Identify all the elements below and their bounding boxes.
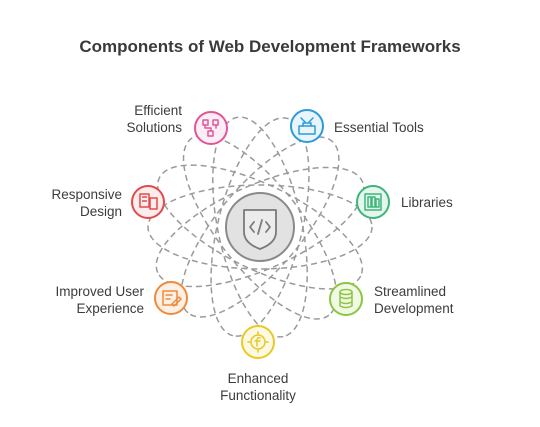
node-enhanced-functionality	[241, 325, 275, 359]
label-enhanced-functionality: Enhanced Functionality	[220, 371, 296, 403]
node-efficient-solutions	[194, 111, 228, 145]
orbit-ellipse	[180, 136, 340, 318]
code-shield-icon	[243, 209, 277, 250]
database-stack-icon	[339, 288, 353, 309]
label-essential-tools: Essential Tools	[334, 120, 424, 135]
label-libraries: Libraries	[401, 195, 453, 210]
diagram-title: Components of Web Development Frameworks	[79, 37, 461, 56]
edit-note-icon	[162, 290, 182, 307]
orbit-ellipse	[147, 184, 373, 270]
center-hub	[225, 192, 295, 262]
function-gear-icon	[247, 331, 269, 353]
label-streamlined-development: Streamlined Development	[374, 284, 454, 316]
node-libraries	[356, 185, 390, 219]
orbit-ellipse	[182, 134, 338, 320]
devices-icon	[139, 193, 158, 210]
orbit-ellipse	[155, 166, 365, 288]
label-responsive-design: Responsive Design	[51, 187, 122, 219]
orbit-ellipse	[212, 116, 308, 338]
label-improved-user-experience: Improved User Experience	[55, 284, 144, 316]
library-icon	[364, 193, 382, 211]
label-efficient-solutions: Efficient Solutions	[126, 103, 182, 135]
node-improved-user-experience	[154, 281, 188, 315]
network-routing-icon	[202, 119, 219, 137]
node-essential-tools	[290, 109, 324, 143]
node-responsive-design	[131, 185, 165, 219]
node-streamlined-development	[329, 282, 363, 316]
toolbox-icon	[298, 117, 316, 135]
